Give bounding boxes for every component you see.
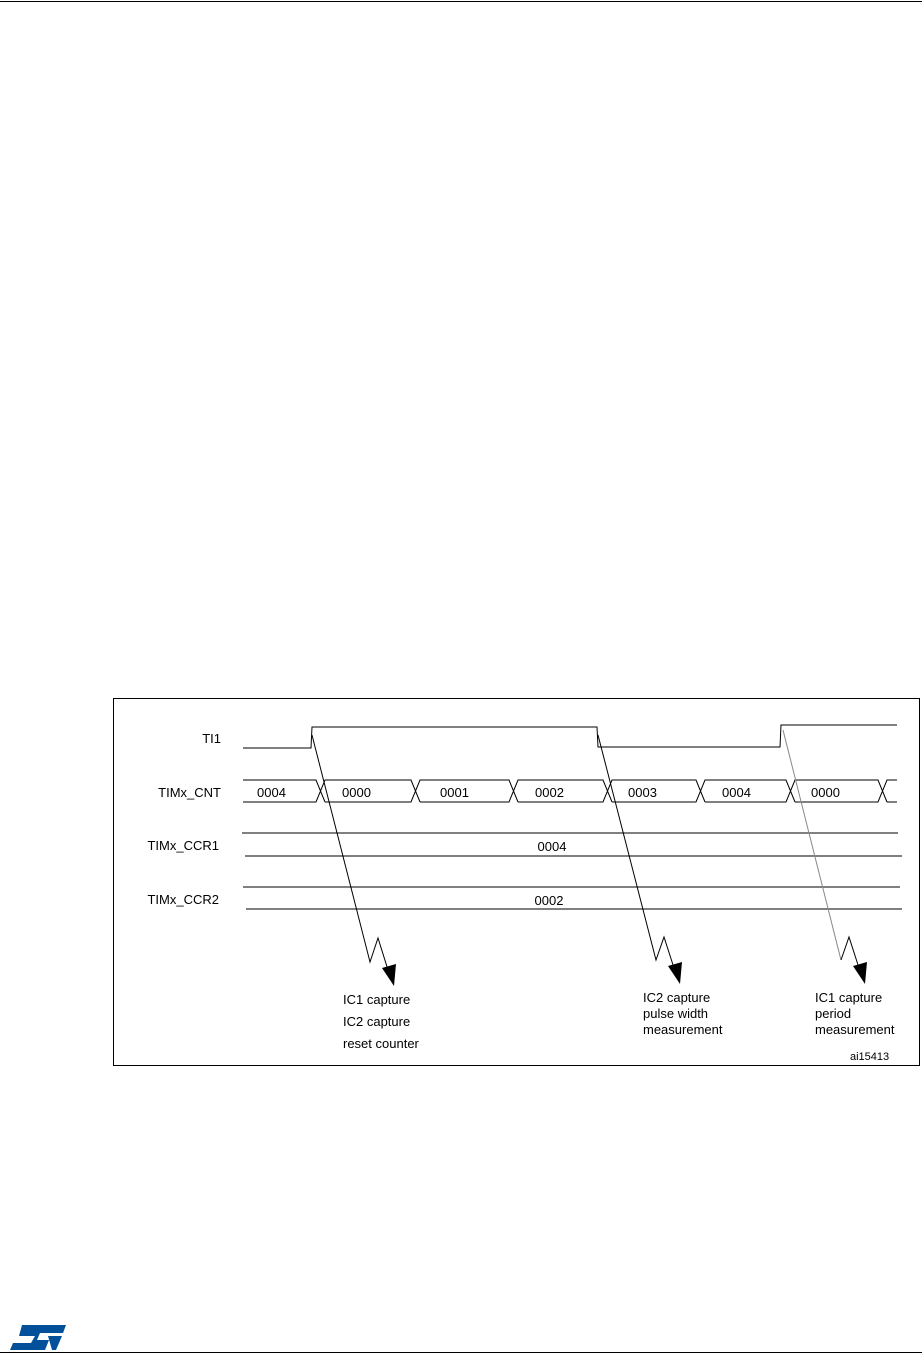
- cnt-value: 0004: [722, 785, 751, 800]
- ccr1-value: 0004: [538, 839, 567, 854]
- cnt-value: 0004: [257, 785, 286, 800]
- annotation-line: period: [815, 1006, 851, 1021]
- annotation-line: IC1 capture: [815, 990, 882, 1005]
- annotation-line: reset counter: [343, 1036, 420, 1051]
- cnt-value: 0003: [628, 785, 657, 800]
- figure-id: ai15413: [850, 1051, 889, 1063]
- annotation-line: IC2 capture: [643, 990, 710, 1005]
- signal-label-ti1: TI1: [202, 731, 221, 746]
- signal-label-ccr1: TIMx_CCR1: [147, 838, 219, 853]
- st-logo: [10, 1325, 66, 1350]
- annotation-line: measurement: [815, 1022, 895, 1037]
- cnt-value: 0000: [811, 785, 840, 800]
- signal-label-ccr2: TIMx_CCR2: [147, 892, 219, 907]
- annotation-line: measurement: [643, 1022, 723, 1037]
- figure-frame: [113, 698, 920, 1066]
- annotation-line: IC2 capture: [343, 1014, 410, 1029]
- timing-diagram: TI1 TIMx_CNT TIMx_CCR1 TIMx_CCR2 0004 00…: [113, 698, 920, 1066]
- cnt-value: 0002: [535, 785, 564, 800]
- annotation-line: IC1 capture: [343, 992, 410, 1007]
- capture-arrow-2: [597, 734, 682, 984]
- cnt-value: 0000: [342, 785, 371, 800]
- ccr2-value: 0002: [535, 893, 564, 908]
- annotation-line: pulse width: [643, 1006, 708, 1021]
- ti1-waveform: [243, 724, 897, 749]
- capture-arrow-3: [782, 729, 867, 984]
- cnt-bus: 0004 0000 0001 0002 0003 0004 0000: [243, 779, 897, 803]
- capture-arrow-1: [311, 734, 396, 986]
- cnt-bus-outline: [243, 779, 897, 803]
- cnt-value: 0001: [440, 785, 469, 800]
- signal-label-cnt: TIMx_CNT: [158, 785, 221, 800]
